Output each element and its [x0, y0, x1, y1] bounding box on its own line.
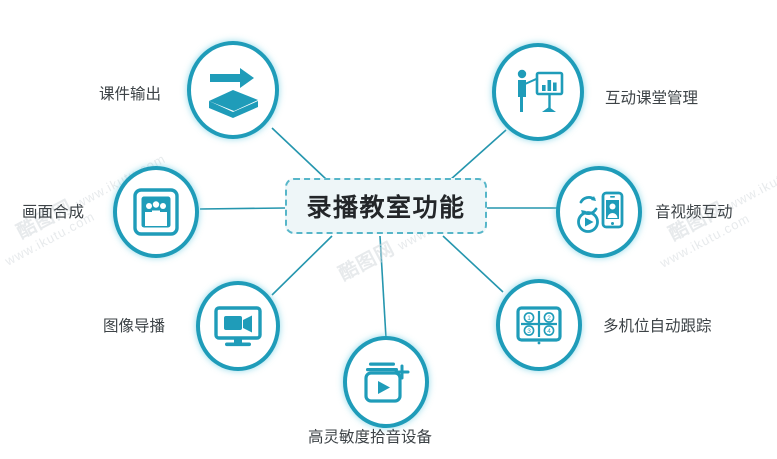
node-interactive-classroom[interactable] — [492, 43, 584, 141]
svg-text:3: 3 — [527, 328, 531, 335]
presenter-chart-icon — [517, 69, 564, 112]
connector-picture-composition — [199, 207, 286, 210]
label-interactive-classroom: 互动课堂管理 — [605, 90, 699, 107]
connector-interactive-classroom — [449, 129, 507, 181]
book-arrow-icon — [209, 68, 258, 118]
center-title: 录播教室功能 — [306, 194, 466, 222]
quad-screen-icon: 1 2 3 4 — [516, 306, 562, 345]
node-av-interaction[interactable] — [556, 166, 642, 258]
connector-multicam-tracking — [442, 235, 504, 293]
label-picture-composition: 画面合成 — [22, 204, 85, 221]
node-audio-pickup-device[interactable] — [343, 336, 429, 428]
group-frame-icon — [133, 188, 179, 236]
label-av-interaction: 音视频互动 — [655, 204, 733, 221]
label-multicam-auto-tracking: 多机位自动跟踪 — [603, 318, 712, 335]
center-hub: 录播教室功能 — [285, 178, 487, 234]
phone-sync-play-icon — [577, 191, 624, 233]
label-audio-pickup-device: 高灵敏度拾音设备 — [308, 429, 433, 446]
label-courseware-output: 课件输出 — [99, 86, 162, 103]
node-picture-composition[interactable] — [113, 166, 199, 258]
connector-audio-pickup — [379, 235, 387, 339]
svg-text:4: 4 — [547, 328, 551, 335]
svg-text:1: 1 — [527, 315, 531, 322]
node-courseware-output[interactable] — [187, 41, 279, 139]
connector-image-directing — [271, 235, 333, 296]
node-image-directing[interactable] — [196, 281, 280, 371]
media-add-icon — [364, 362, 410, 403]
node-multicam-auto-tracking[interactable]: 1 2 3 4 — [496, 279, 582, 371]
svg-text:2: 2 — [547, 315, 551, 322]
connector-courseware-output — [271, 127, 328, 181]
monitor-camera-icon — [214, 306, 262, 347]
label-image-directing: 图像导播 — [103, 318, 166, 335]
